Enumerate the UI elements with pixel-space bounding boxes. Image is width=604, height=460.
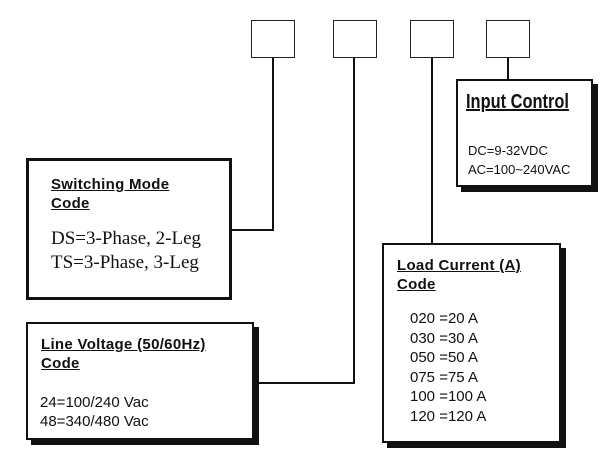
line-voltage-title: Line Voltage (50/60Hz) Code xyxy=(41,335,206,373)
code-box-load-current xyxy=(410,20,454,58)
load-current-item: 075 =75 A xyxy=(410,368,478,386)
line-voltage-code-label: Code xyxy=(41,355,80,372)
line-voltage-values: 24=100/240 Vac 48=340/480 Vac xyxy=(40,393,149,431)
load-current-item: 050 =50 A xyxy=(410,349,478,366)
switching-mode-title: Switching Mode Code xyxy=(51,175,169,213)
line-voltage-title-line: Line Voltage (50/60Hz) xyxy=(41,336,206,353)
input-control-ac: AC=100~240VAC xyxy=(468,162,571,177)
switching-mode-title-line: Switching Mode xyxy=(51,176,170,193)
switching-mode-panel: Switching Mode Code DS=3-Phase, 2-Leg TS… xyxy=(26,158,232,300)
code-box-line-voltage xyxy=(333,20,377,58)
input-control-values: DC=9-32VDC AC=100~240VAC xyxy=(468,141,570,179)
switching-mode-connector xyxy=(232,58,274,231)
code-box-input-control xyxy=(486,20,530,58)
line-voltage-24: 24=100/240 Vac xyxy=(40,394,149,411)
line-voltage-panel: Line Voltage (50/60Hz) Code 24=100/240 V… xyxy=(26,322,254,440)
load-current-item: 030 =30 A xyxy=(410,329,478,347)
input-control-title: Input Control xyxy=(466,91,569,113)
load-current-title-line: Load Current (A) xyxy=(397,257,521,274)
switching-mode-ts: TS=3-Phase, 3-Leg xyxy=(51,252,199,273)
code-box-switching-mode xyxy=(251,20,295,58)
input-control-dc: DC=9-32VDC xyxy=(468,143,548,158)
load-current-item: 120 =120 A xyxy=(410,407,487,425)
switching-mode-values: DS=3-Phase, 2-Leg TS=3-Phase, 3-Leg xyxy=(51,227,201,275)
input-control-panel: Input Control DC=9-32VDC AC=100~240VAC xyxy=(456,79,593,187)
switching-mode-code-label: Code xyxy=(51,195,90,212)
load-current-title: Load Current (A) Code xyxy=(397,256,521,294)
load-current-code-label: Code xyxy=(397,276,436,293)
line-voltage-48: 48=340/480 Vac xyxy=(40,413,149,430)
switching-mode-ds: DS=3-Phase, 2-Leg xyxy=(51,228,202,249)
load-current-values: 020 =20 A 030 =30 A 050 =50 A 075 =75 A … xyxy=(410,309,486,426)
load-current-panel: Load Current (A) Code 020 =20 A 030 =30 … xyxy=(382,243,561,443)
load-current-item: 100 =100 A xyxy=(410,388,487,405)
load-current-item: 020 =20 A xyxy=(410,310,478,327)
line-voltage-connector xyxy=(254,58,355,384)
